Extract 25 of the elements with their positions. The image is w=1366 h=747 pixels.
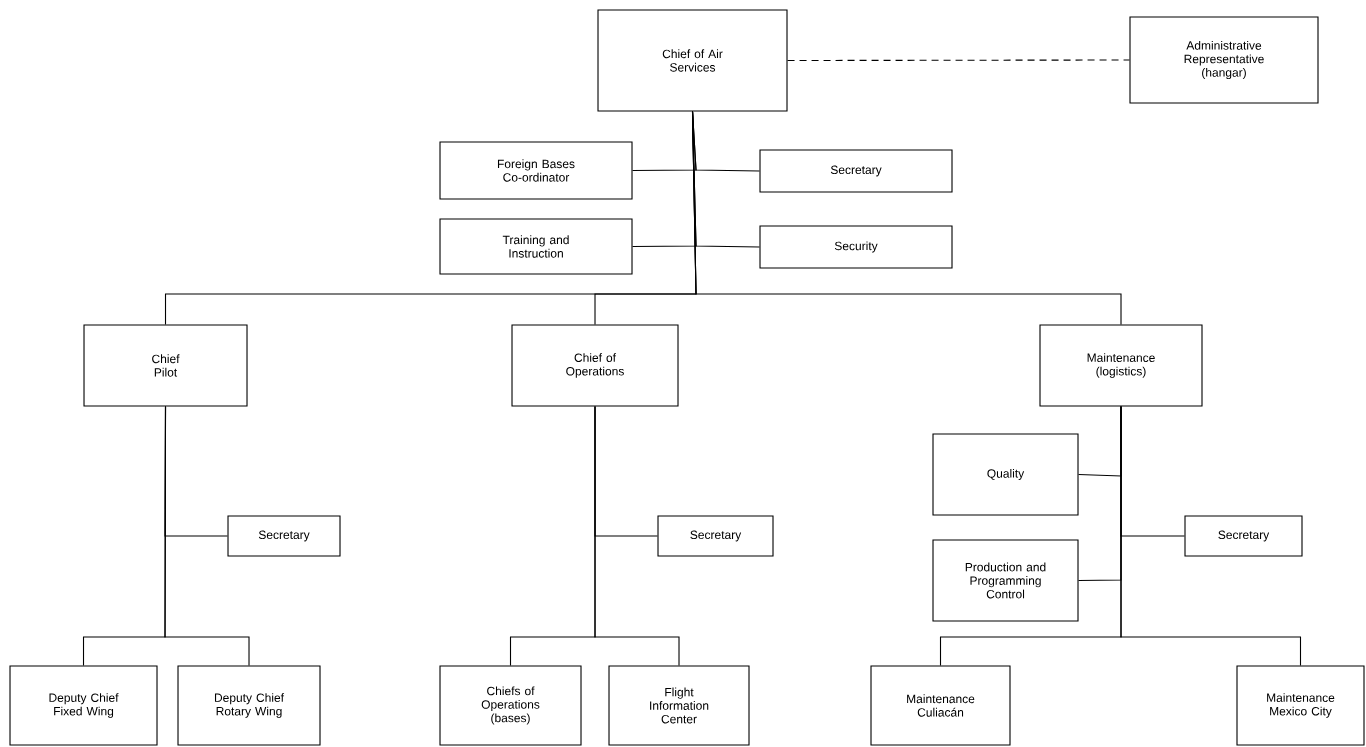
position-box: Maintenance Mexico City: [1236, 665, 1365, 746]
position-box: Chiefs of Operations (bases): [439, 665, 582, 746]
connector-line: [594, 406, 680, 666]
position-box: Administrative Representative (hangar): [1129, 16, 1319, 104]
connector-line: [691, 111, 1122, 325]
position-box: Secretary: [227, 515, 341, 557]
position-box: Foreign Bases Co-ordinator: [439, 141, 633, 200]
position-box: Chief Pilot: [83, 324, 248, 407]
position-box: Production and Programming Control: [932, 539, 1079, 622]
position-box: Deputy Chief Fixed Wing: [9, 665, 158, 746]
connector-line: [787, 59, 1130, 62]
connector-line: [1120, 406, 1302, 666]
position-box: Chief of Operations: [511, 324, 679, 407]
position-box: Secretary: [657, 515, 774, 557]
position-box: Secretary: [1184, 515, 1303, 557]
position-box: Training and Instruction: [439, 218, 633, 275]
position-box: Quality: [932, 433, 1079, 516]
position-box: Deputy Chief Rotary Wing: [177, 665, 321, 746]
position-box: Security: [759, 225, 953, 269]
position-box: Maintenance Culiacán: [870, 665, 1011, 746]
position-box: Chief of Air Services: [597, 9, 788, 112]
connector-line: [164, 406, 250, 666]
position-box: Maintenance (logistics): [1039, 324, 1203, 407]
position-box: Secretary: [759, 149, 953, 193]
position-box: Flight Information Center: [608, 665, 750, 746]
